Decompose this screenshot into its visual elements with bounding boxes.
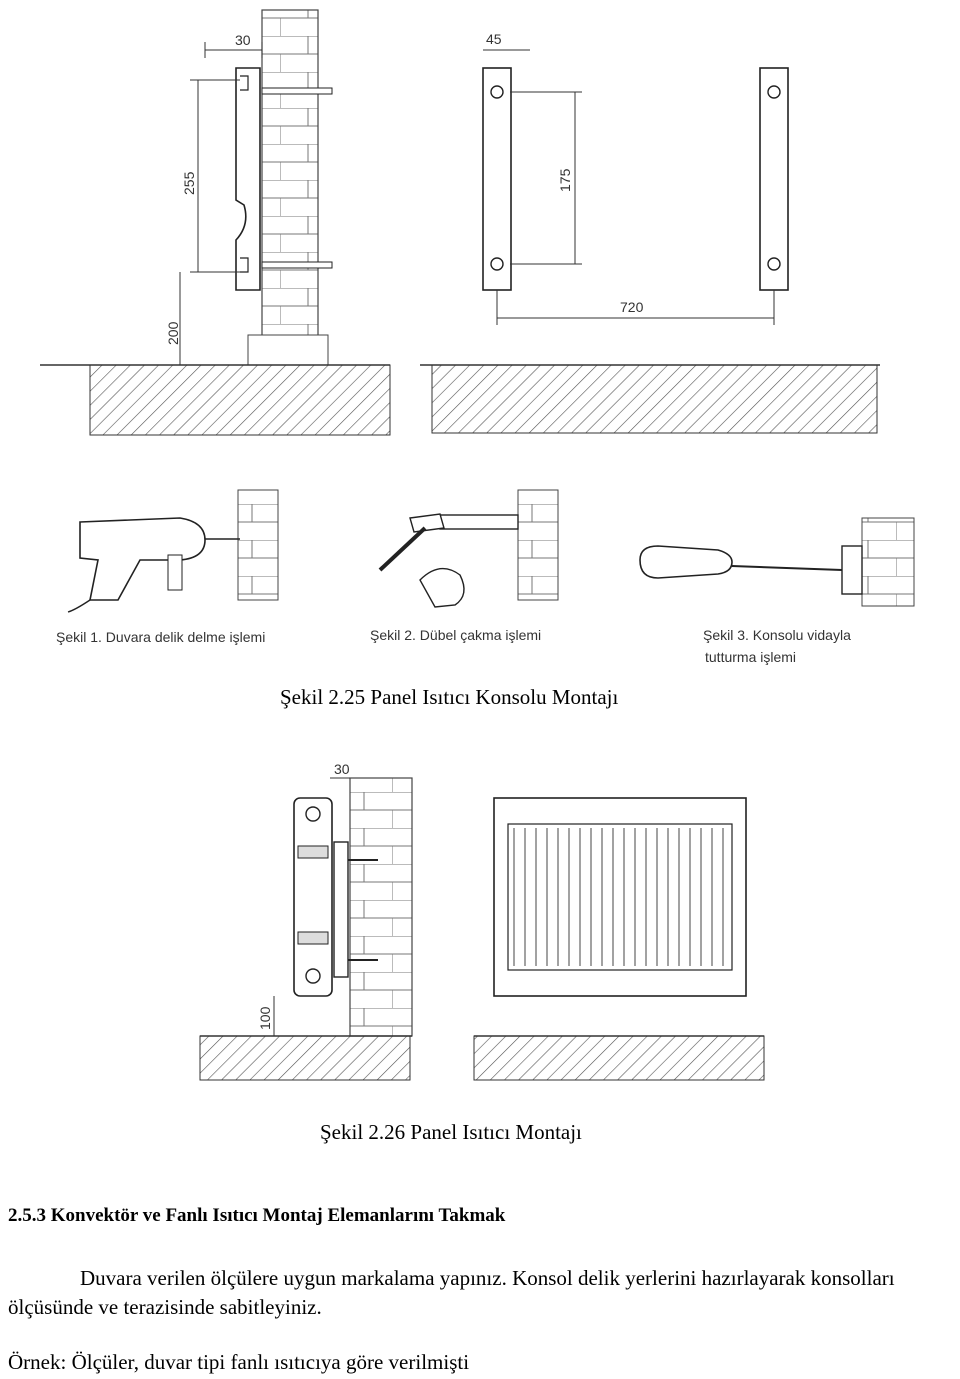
technical-drawings: 30 255 200 45 175 720 Şekil 1. Duva [40,9,915,1081]
radiator-fins [507,823,733,971]
bracket-small [841,545,863,595]
dim-30-label-2: 30 [334,761,350,777]
sub-caption-3-line2: tutturma işlemi [705,649,796,665]
hammer-illustration [378,489,559,608]
bracket-right [759,67,789,291]
bracket-profile [235,67,261,291]
floor-hatch [89,364,391,436]
paragraph-1-text: Duvara verilen ölçülere uygun markalama … [8,1266,895,1319]
sub-caption-3-line1: Şekil 3. Konsolu vidayla [703,627,851,643]
bracket-front-view: 45 175 720 [420,31,880,434]
figure-2-26-caption: Şekil 2.26 Panel Isıtıcı Montajı [320,1120,582,1144]
hammer-head [409,513,445,533]
wall-plug [439,514,519,530]
sub-caption-2: Şekil 2. Dübel çakma işlemi [370,627,541,643]
dim-30-label: 30 [235,32,251,48]
section-heading: 2.5.3 Konvektör ve Fanlı Isıtıcı Montaj … [8,1205,506,1226]
dim-100-label: 100 [257,1006,273,1030]
screwdriver-illustration [639,517,915,607]
screw-top [261,87,333,95]
wall-base [247,334,329,366]
side-bracket [333,841,349,978]
radiator-side-view: 30 100 [199,761,413,1081]
hand [419,567,465,608]
dim-255-label: 255 [181,171,197,195]
screw-bottom [261,261,333,269]
bracket-left [482,67,512,291]
dim-720-label: 720 [620,299,644,315]
dim-200-label: 200 [165,321,181,345]
paragraph-1: Duvara verilen ölçülere uygun markalama … [8,1264,960,1322]
drill-body [79,517,206,601]
dim-45-label: 45 [486,31,502,47]
brick-wall-2 [349,777,413,1037]
radiator-side [293,797,333,997]
paragraph-2: Örnek: Ölçüler, duvar tipi fanlı ısıtıcı… [8,1350,470,1374]
drill-illustration [67,489,279,613]
radiator-front-view [473,797,765,1081]
dim-175-label: 175 [557,168,573,192]
figure-2-25-caption: Şekil 2.25 Panel Isıtıcı Konsolu Montajı [280,685,619,709]
brick-wall [261,9,319,341]
floor-hatch-right [431,364,878,434]
floor-hatch-2 [199,1035,411,1081]
sub-caption-1: Şekil 1. Duvara delik delme işlemi [56,629,265,645]
floor-hatch-3 [473,1035,765,1081]
bracket-side-view: 30 255 200 [40,9,391,436]
screwdriver-handle [639,545,733,579]
